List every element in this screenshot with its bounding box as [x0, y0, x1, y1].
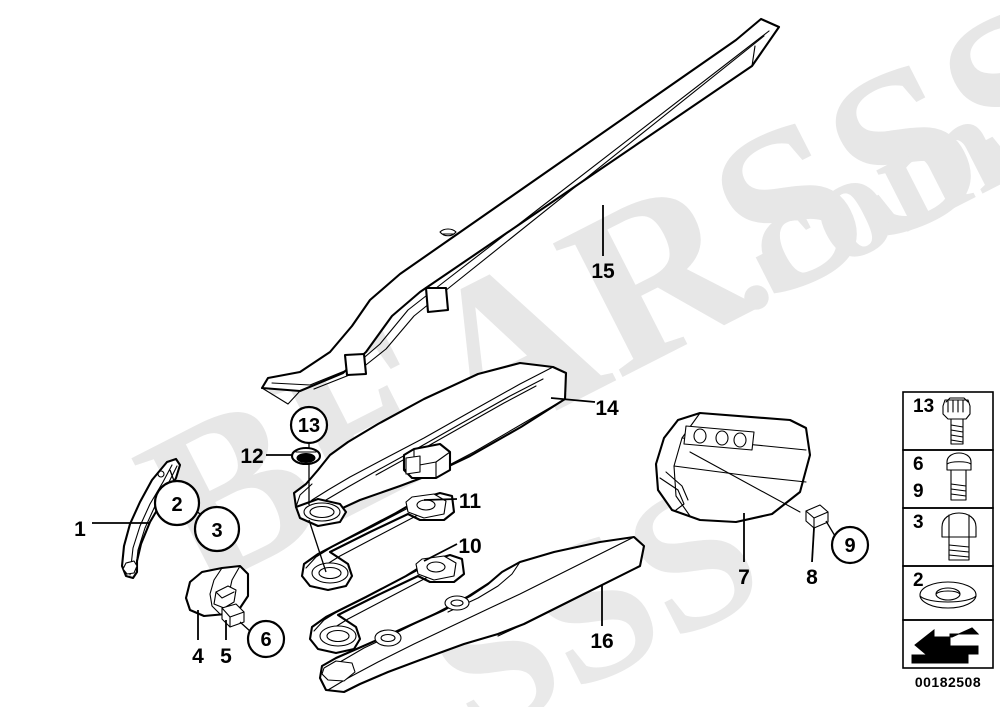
hex-flange-bolt-icon [946, 452, 972, 501]
callout-label-2: 2 [171, 494, 182, 516]
callout-circle-9[interactable] [830, 525, 870, 565]
callout-label-16: 16 [590, 630, 613, 653]
part-11-upper-slider-strip [300, 491, 456, 592]
callout-label-4: 4 [192, 645, 204, 668]
callout-labels-group: 1 2 3 4 5 6 7 8 9 10 11 12 13 14 15 16 [74, 260, 855, 668]
part-8-spacer-pin [805, 504, 829, 529]
callout-circles-group [153, 405, 870, 659]
leader-11 [423, 498, 458, 501]
legend-row-13[interactable]: 13 [902, 391, 994, 451]
callout-label-1: 1 [74, 518, 86, 541]
callout-circle-3[interactable] [193, 505, 241, 553]
hex-head-bolt-icon [941, 512, 977, 561]
callout-circle-2[interactable] [153, 479, 201, 527]
legend-num-2: 2 [913, 570, 924, 591]
legend-row-2[interactable]: 2 [902, 565, 994, 621]
leader-13c [308, 519, 327, 573]
socket-head-cap-screw-icon [942, 397, 971, 445]
legend-row-arrow[interactable] [902, 619, 994, 669]
callout-label-12: 12 [240, 445, 263, 468]
callout-label-14: 14 [595, 397, 619, 420]
callout-label-11: 11 [459, 490, 482, 513]
legend-num-13: 13 [913, 396, 934, 417]
leader-14 [550, 397, 596, 403]
callout-label-8: 8 [806, 566, 818, 589]
part-4-chain-guide-block [184, 564, 250, 618]
legend-num-9: 9 [913, 481, 924, 502]
leader-9 [825, 520, 836, 537]
callout-circle-13[interactable] [289, 405, 329, 445]
callout-label-13: 13 [298, 415, 320, 437]
direction-arrow-icon [911, 627, 980, 664]
callout-circle-6[interactable] [246, 619, 286, 659]
callout-label-15: 15 [591, 260, 615, 283]
legend-row-6-9[interactable]: 6 9 [902, 449, 994, 509]
flat-washer-icon [919, 581, 977, 609]
legend-row-3[interactable]: 3 [902, 507, 994, 567]
legend-part-number: 00182508 [915, 674, 981, 690]
callout-label-6: 6 [260, 629, 271, 651]
part-10-lower-slider-strip [308, 553, 466, 655]
part-12-rubber-grommet [290, 446, 322, 466]
legend-panel: 13 6 9 3 [902, 391, 994, 690]
leader-lines-group [92, 205, 836, 640]
part-15-swing-arm-protector [260, 17, 781, 405]
leader-10 [423, 543, 458, 562]
part-5-bushing-sleeve [221, 603, 245, 628]
callout-label-10: 10 [458, 535, 481, 558]
callout-label-3: 3 [211, 520, 222, 542]
legend-num-6: 6 [913, 454, 924, 475]
callout-label-9: 9 [844, 535, 855, 557]
leader-8 [811, 527, 815, 563]
part-14-chain-slider-body [292, 361, 568, 528]
callout-label-5: 5 [220, 645, 232, 668]
legend-num-3: 3 [913, 512, 924, 533]
callout-label-7: 7 [738, 566, 750, 589]
part-7-chain-guard-bracket [654, 411, 812, 524]
part-16-swing-arm-cover [318, 535, 646, 694]
